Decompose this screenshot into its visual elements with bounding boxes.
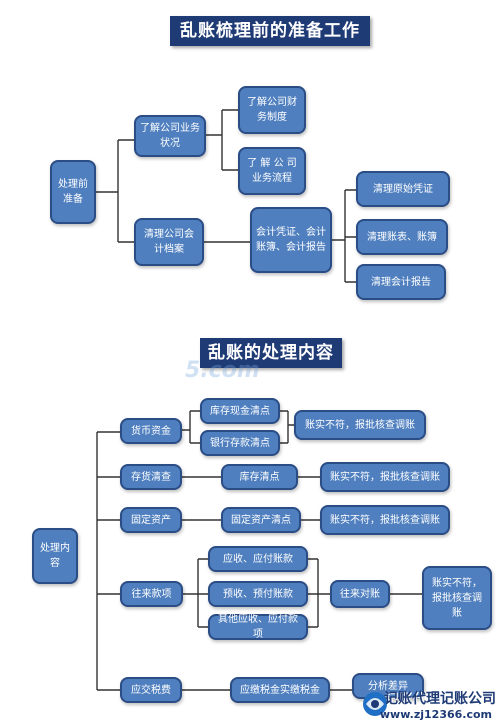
node-clean-vouchers: 清理原始凭证	[356, 171, 450, 207]
node-cash-count: 库存现金清点	[200, 398, 280, 424]
node-other-ar-ap: 其他应收、应付款项	[208, 614, 308, 640]
node-ar-ap: 往来款项	[120, 581, 183, 607]
node-clean-reports: 清理会计报告	[356, 264, 446, 300]
node-processing-content-root: 处理内容	[32, 528, 78, 584]
node-tax-payable: 应交税费	[120, 677, 182, 703]
node-fixed-assets: 固定资产	[120, 507, 182, 533]
node-inventory-check: 存货清查	[120, 464, 182, 490]
node-reconcile-result: 账实不符，报批核查调账	[422, 566, 492, 630]
node-inventory-count: 库存清点	[221, 464, 298, 490]
node-bank-count: 银行存款清点	[200, 430, 280, 456]
node-reconcile: 往来对账	[330, 580, 390, 608]
node-fixed-assets-result: 账实不符，报批核查调账	[320, 505, 450, 535]
node-cash-funds: 货币资金	[120, 418, 182, 444]
node-prepaid: 预收、预付账款	[208, 581, 308, 607]
node-understand-business: 了解公司业务状况	[134, 115, 206, 157]
node-business-flow: 了 解 公 司业务流程	[238, 147, 306, 195]
section1-title: 乱账梳理前的准备工作	[170, 16, 370, 46]
section2-title: 乱账的处理内容	[200, 338, 342, 368]
footer-brand: 记账代理记账公司	[384, 691, 496, 707]
node-pre-processing-root: 处理前准备	[50, 160, 96, 224]
company-logo-icon	[363, 692, 387, 716]
node-tax-analysis: 分析差异	[352, 673, 424, 699]
node-fixed-assets-count: 固定资产清点	[221, 507, 301, 533]
node-finance-system: 了解公司财务制度	[238, 86, 306, 134]
node-accounting-archives: 清理公司会计档案	[134, 218, 204, 266]
node-clean-books: 清理账表、账簿	[356, 219, 448, 255]
footer-url: www.zj12366.com	[379, 708, 492, 721]
node-inventory-result: 账实不符，报批核查调账	[320, 462, 450, 492]
node-accounting-documents: 会计凭证、会计账簿、会计报告	[250, 207, 332, 273]
watermark-logo: 5.com	[185, 358, 260, 383]
node-receivable-payable: 应收、应付账款	[208, 546, 308, 572]
node-tax-compare: 应缴税金实缴税金	[230, 677, 330, 703]
node-cash-result: 账实不符，报批核查调账	[294, 410, 426, 440]
